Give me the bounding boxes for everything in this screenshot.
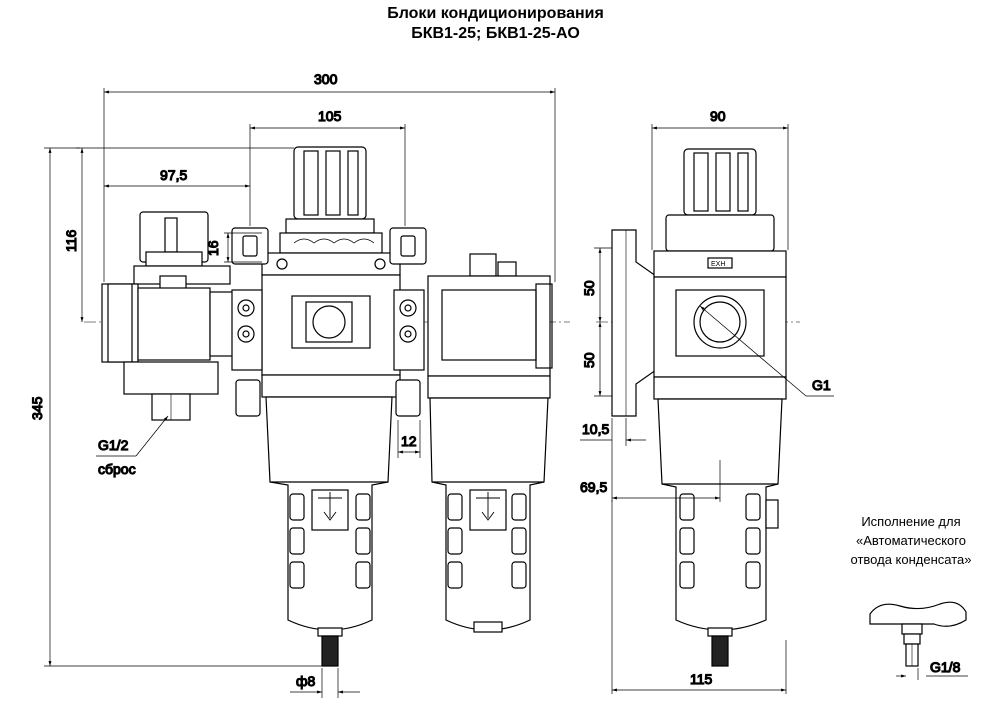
- dim-height-top: 116: [63, 229, 79, 252]
- dim-upper-half: 50: [581, 280, 597, 296]
- side-view: EXH: [579, 107, 834, 694]
- dim-side-depth: 115: [690, 671, 713, 687]
- label-port-main: G1: [812, 377, 831, 393]
- center-unit: [261, 146, 401, 667]
- left-unit: [101, 211, 239, 421]
- dim-side-width: 90: [710, 108, 726, 124]
- auto-drain-note-line-3: отвода конденсата»: [850, 552, 972, 567]
- side-dimensions: [580, 124, 834, 694]
- label-exh: EXH: [711, 261, 725, 268]
- auto-drain-detail: G1/8: [869, 601, 968, 680]
- dim-body-width: 105: [318, 108, 342, 124]
- front-view: 300 105 97,5 116 345 16 12 ф8 G1/2 сброс: [28, 70, 570, 698]
- dim-knob-height: 16: [205, 240, 221, 256]
- auto-drain-note-line-1: Исполнение для: [861, 514, 961, 529]
- dim-total-height: 345: [29, 396, 45, 420]
- auto-drain-note: Исполнение для «Автоматического отвода к…: [826, 512, 991, 569]
- dim-lower-half: 50: [581, 352, 597, 368]
- front-dimensions: [44, 88, 556, 698]
- right-clamp: [389, 227, 427, 417]
- left-clamp: [231, 227, 269, 417]
- label-exhaust-word: сброс: [98, 461, 136, 477]
- label-port-exhaust: G1/2: [98, 437, 129, 453]
- dim-overall-width: 300: [314, 71, 338, 87]
- dim-gap: 12: [401, 433, 417, 449]
- drawing-model-codes: БКВ1-25; БКВ1-25-АО: [411, 25, 580, 42]
- dim-bracket-depth: 69,5: [580, 479, 607, 495]
- dim-bracket-thickness: 10,5: [582, 421, 609, 437]
- auto-drain-note-line-2: «Автоматического: [856, 533, 966, 548]
- drawing-title: Блоки кондиционирования: [387, 5, 604, 22]
- dim-offset: 97,5: [160, 167, 187, 183]
- label-port-auto-drain: G1/8: [930, 659, 961, 675]
- right-unit: [427, 253, 553, 633]
- dim-drain-diameter: ф8: [296, 673, 316, 689]
